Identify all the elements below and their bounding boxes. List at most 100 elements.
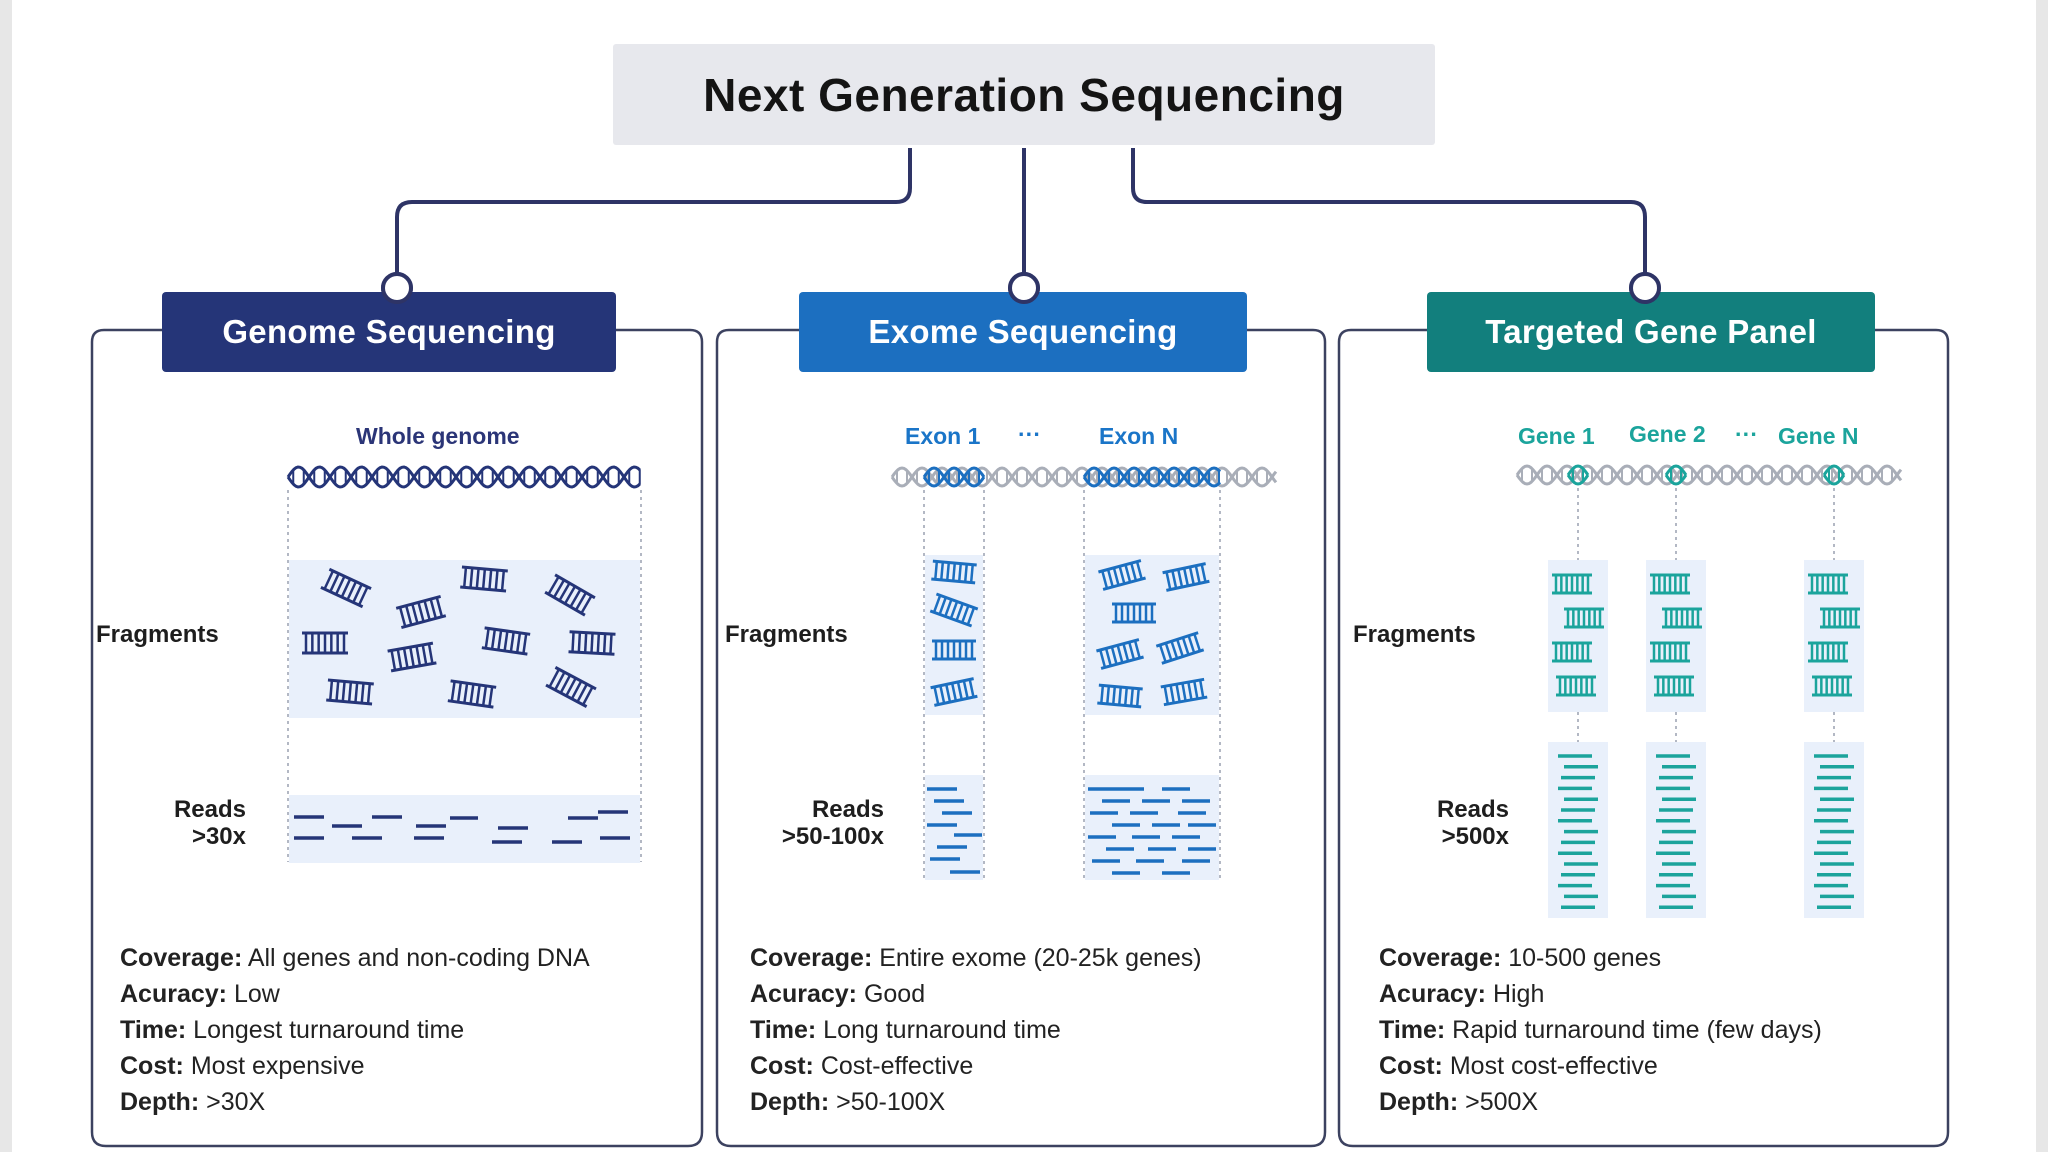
targeted-helix-gene-n-strand-b (1822, 464, 1846, 476)
gene-2-label: Gene 2 (1629, 421, 1706, 447)
genome-fragment-6-rung (390, 650, 397, 671)
exon-n-fragment-6-rail-bottom (1097, 701, 1142, 709)
exon-n-fragment-7-rung (1193, 680, 1199, 699)
exon-1-fragment-4-rung (968, 679, 975, 698)
genome-sequencing-title: Genome Sequencing (222, 313, 556, 350)
genome-fragment-10-rail-top (450, 679, 497, 689)
genome-fragment-7-rung (522, 633, 528, 654)
exome-time: Time: Long turnaround time (750, 1016, 1061, 1044)
genome-depth: Depth: >30X (120, 1088, 266, 1116)
genome-fragment-11-rung (570, 680, 583, 700)
panel-frame-genome (90, 328, 704, 1148)
genome-fragment-3-rail-top (461, 565, 508, 573)
exon-1-fragment-1-rung (969, 564, 974, 583)
exon-n-fragment-2-rail-bottom (1166, 579, 1210, 592)
genome-fragment-7-rung (509, 631, 515, 652)
genome-fragment-8-rung (590, 632, 594, 654)
gene-n-label: Gene N (1778, 423, 1859, 449)
genome-fragment-11-rung (548, 668, 561, 688)
exon-n-fragment-5-rung (1181, 637, 1190, 656)
exon-n-fragment-3 (1112, 602, 1156, 624)
exon-1-fragment-3 (932, 639, 976, 661)
targeted-properties: Coverage: 10-500 genes Acuracy: High Tim… (1379, 940, 1822, 1120)
exon-n-fragment-2-rung (1171, 570, 1178, 589)
exome-depth: Depth: >50-100X (750, 1088, 946, 1116)
genome-fragment-11-rung (576, 683, 588, 703)
exon-n-fragment-4-rung (1122, 643, 1130, 662)
genome-fragment-4-rung (569, 588, 582, 608)
genome-coverage: Coverage: All genes and non-coding DNA (120, 944, 590, 972)
genome-fragment-8 (568, 630, 616, 656)
genome-fragment-4-rung (547, 576, 560, 595)
exon-1-fragment-4-rung (956, 681, 963, 700)
genome-fragment-5 (302, 631, 348, 655)
genome-helix (286, 465, 642, 489)
panel-frames (90, 328, 1950, 1148)
genome-fragment-1-rung (352, 583, 363, 603)
genome-fragment-1-rung (357, 586, 369, 606)
gene-3-fragment-1 (1808, 573, 1848, 595)
gene-2-fragment-2 (1662, 607, 1702, 629)
exon-n-fragment-4-rung (1110, 646, 1118, 665)
exon-n-fragment-5-rung (1170, 640, 1179, 659)
genome-fragment-6-rung (415, 645, 422, 666)
targeted-helix-gene-2-strand-b (1664, 464, 1688, 476)
genome-fragment-2-rung (404, 605, 413, 626)
genome-fragment-4 (544, 573, 596, 617)
exon-1-fragment-1-rung (963, 563, 968, 583)
genome-fragment-3-rung (469, 567, 474, 588)
genome-properties: Coverage: All genes and non-coding DNA A… (120, 940, 590, 1120)
gene-1-fragment-4 (1556, 675, 1596, 697)
exome-sequencing-header: Exome Sequencing (799, 292, 1247, 372)
genome-fragments-label: Fragments (96, 621, 219, 648)
exome-helix-exon-1-strand-a (922, 466, 986, 488)
exome-sequencing-title: Exome Sequencing (868, 313, 1178, 350)
genome-fragment-9-rung (360, 683, 365, 704)
exon-n-fragment-7-rung (1181, 682, 1187, 702)
genome-fragment-7-rung (503, 630, 509, 652)
gene-3-fragment-4 (1812, 675, 1852, 697)
exon-n-fragment-1-rung (1101, 570, 1109, 589)
exon-n-fragment-4-rung (1116, 644, 1124, 664)
genome-fragment-11-rung (559, 674, 572, 694)
exon-n-fragment-1-rail-bottom (1102, 576, 1146, 591)
exon-n-fragment-5 (1155, 631, 1205, 665)
exon-n-fragment-7-rung (1169, 685, 1175, 704)
genome-fragment-6-rung (421, 644, 428, 665)
genome-fragment-2 (395, 594, 447, 630)
exon-n-fragment-2-rung (1194, 565, 1201, 584)
exome-properties: Coverage: Entire exome (20-25k genes) Ac… (750, 940, 1202, 1120)
exon-n-fragment-7 (1160, 677, 1208, 707)
exon-1-label: Exon 1 (905, 423, 981, 449)
exon-n-fragment-4-rung (1128, 641, 1136, 660)
genome-fragment-4-rung (563, 585, 577, 605)
genome-fragment-9-rung (347, 681, 353, 703)
genome-fragment-6-rung (396, 649, 403, 670)
exon-n-fragment-6-rung (1123, 687, 1129, 706)
panel-frame-exome (715, 328, 1327, 1148)
exon-n-fragment-6-rail-top (1098, 683, 1143, 691)
genome-fragment-8-rung (577, 632, 582, 653)
gene-1-label: Gene 1 (1518, 423, 1595, 449)
genome-fragment-7-rung (515, 632, 522, 653)
exon-1-fragment-1-rung (951, 562, 957, 582)
exon-n-fragment-2 (1162, 562, 1210, 592)
targeted-helix-gene-1 (1566, 464, 1590, 486)
gene-2-fragment-1 (1650, 573, 1690, 595)
genome-fragment-8-rung (596, 633, 601, 654)
genome-fragment-7-rung (497, 630, 503, 651)
exome-helix-exon-n-strand-b (1082, 466, 1222, 488)
genome-fragment-10-rung (481, 685, 488, 706)
targeted-accuracy: Acuracy: High (1379, 980, 1545, 1008)
connector-targeted (1131, 148, 1647, 288)
exon-1-fragment-4-rung (939, 685, 946, 704)
exon-1-fragment-2-rung (955, 603, 964, 621)
exon-n-fragment-5-rung (1187, 635, 1196, 654)
exon-1-fragment-2 (929, 592, 979, 628)
targeted-coverage: Coverage: 10-500 genes (1379, 944, 1662, 972)
exon-1-fragment-4-rung (933, 686, 940, 705)
targeted-reads-label: Reads >500x (1392, 796, 1509, 850)
exon-1-fragment-1-rail-top (932, 559, 977, 567)
exome-reads-text: Reads (811, 796, 884, 823)
exon-n-fragment-4-rail-top (1096, 638, 1140, 653)
